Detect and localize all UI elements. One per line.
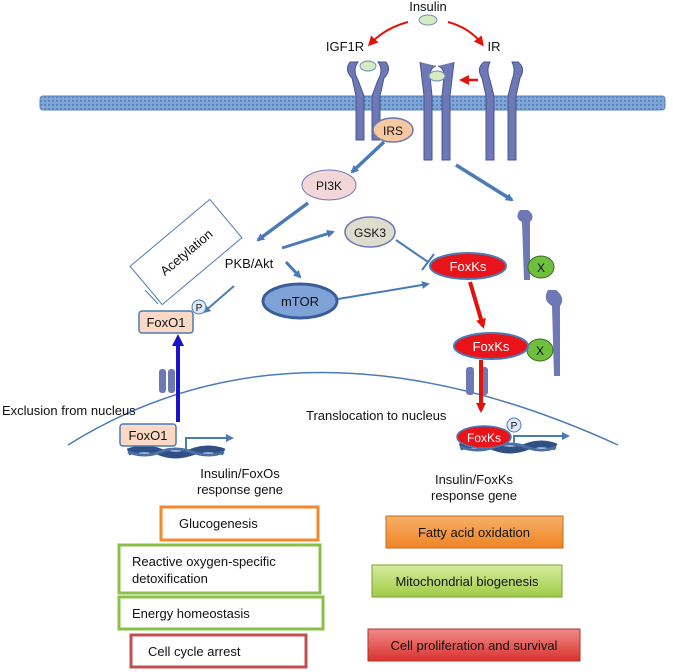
foxk-outcome-proliferation: Cell proliferation and survival	[367, 628, 581, 662]
ir-receptor-unbound	[478, 61, 524, 161]
ir-label: IR	[488, 39, 501, 54]
foxks-dissociation-arrow	[468, 281, 486, 329]
akt-to-gsk3-arrow	[281, 229, 335, 250]
foxks-gene-caption-1: Insulin/FoxKs	[435, 472, 514, 487]
foxks-complex-top: X FoxKs	[429, 210, 555, 280]
foxo1-phospho-badge	[191, 299, 207, 315]
foxks-nuclear	[456, 425, 512, 449]
foxks-phospho-label: P	[511, 421, 518, 432]
gsk3-node	[344, 216, 396, 248]
nuclear-pore-left	[159, 369, 175, 393]
foxo-outcome-label-1: Reactive oxygen-specific	[132, 554, 276, 569]
foxos-gene-caption-1: Insulin/FoxOs	[200, 466, 280, 481]
gsk3-inhibits-foxks	[395, 239, 429, 263]
x-label-mid: X	[536, 344, 544, 358]
akt-to-foxo1-arrow	[202, 285, 235, 314]
foxk-outcome-label-1: Mitochondrial biogenesis	[395, 574, 539, 589]
ir-to-foxk-arrow	[455, 163, 514, 202]
foxo1-cytoplasmic	[138, 310, 194, 334]
insulin-molecule	[418, 14, 438, 26]
irs-to-pi3k-arrow	[350, 140, 386, 174]
pkb-akt-label: PKB/Akt	[225, 256, 274, 271]
plasma-membrane	[39, 95, 666, 111]
acetylation-link	[144, 289, 159, 305]
foxo-outcome-cell-cycle: Cell cycle arrest	[129, 633, 308, 669]
foxks-nuc-label: FoxKs	[467, 431, 501, 445]
foxo1-nuclear	[119, 423, 177, 447]
mtor-label: mTOR	[281, 294, 319, 309]
foxo1-nuc-label: FoxO1	[128, 428, 167, 443]
foxk-outcome-mitochondrial: Mitochondrial biogenesis	[371, 564, 563, 598]
foxks-gene-locus: FoxKs P	[456, 417, 570, 454]
foxos-gene-locus: FoxO1	[119, 423, 234, 459]
mtor-node	[261, 282, 339, 320]
mtor-to-foxks-arrow	[337, 281, 430, 300]
foxks-mid-label: FoxKs	[473, 339, 510, 354]
foxo-outcome-ros-detox: Reactive oxygen-specific detoxification	[117, 543, 322, 595]
gsk3-inhibition-bar	[421, 253, 435, 271]
foxos-gene-caption-2: response gene	[197, 482, 283, 497]
akt-to-mtor-arrow	[284, 260, 302, 279]
foxks-phospho-badge	[506, 417, 522, 433]
foxo-outcome-label-3: Energy homeostasis	[132, 606, 250, 621]
pi3k-label: PI3K	[316, 179, 342, 193]
translocation-label: Translocation to nucleus	[306, 408, 447, 423]
foxo1-cyto-label: FoxO1	[146, 315, 185, 330]
igf1r-label: IGF1R	[326, 39, 364, 54]
insulin-to-igf1r-arrow	[367, 21, 409, 47]
foxks-complex-mid: X FoxKs	[453, 290, 563, 376]
foxo-outcome-energy: Energy homeostasis	[117, 595, 325, 631]
irs-node	[372, 117, 414, 143]
foxo-outcome-label-0: Glucogenesis	[179, 516, 258, 531]
foxks-gene-caption-2: response gene	[431, 488, 517, 503]
foxo-outcome-label-4: Cell cycle arrest	[148, 644, 241, 659]
foxk-outcome-label-2: Cell proliferation and survival	[391, 638, 558, 653]
foxk-outcome-label-0: Fatty acid oxidation	[418, 525, 530, 540]
foxo-outcome-label-2: detoxification	[132, 571, 208, 586]
pi3k-node	[301, 169, 357, 201]
nuclear-pore-right	[466, 367, 488, 395]
insulin-label: Insulin	[409, 0, 447, 14]
insulin-to-ir-arrow	[447, 21, 484, 47]
irs-label: IRS	[383, 124, 403, 138]
acetylation-box: Acetylation	[129, 198, 243, 306]
foxo-outcome-glucogenesis: Glucogenesis	[159, 505, 320, 542]
exclusion-label: Exclusion from nucleus	[2, 403, 136, 418]
igf1r-receptor	[346, 60, 390, 141]
x-label-top: X	[537, 261, 545, 275]
foxk-outcome-fatty-acid: Fatty acid oxidation	[385, 515, 564, 549]
foxo1-phospho-label: P	[196, 303, 203, 314]
pi3k-to-akt-arrow	[256, 201, 310, 242]
gsk3-label: GSK3	[354, 226, 386, 240]
foxks-top-label: FoxKs	[450, 259, 487, 274]
nuclear-envelope	[67, 371, 619, 446]
ir-receptor-activated	[419, 61, 455, 161]
